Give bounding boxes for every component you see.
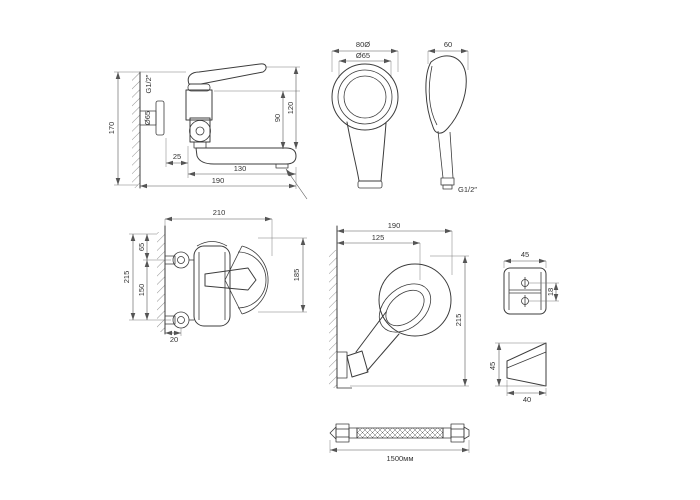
- lever-sweep-inner-arc: [237, 251, 267, 309]
- handle-connector: [440, 177, 455, 186]
- hose-nut-right: [450, 423, 465, 443]
- bracket-side-inner-line: [506, 351, 547, 369]
- dim-label-flange-dia: Ø65: [143, 111, 152, 125]
- bracket-side-view: 45 40: [488, 342, 547, 404]
- lever-front: [204, 267, 257, 291]
- wall-connector: [139, 110, 157, 126]
- shower-on-holder-view: 190 125 215: [329, 221, 469, 389]
- dim-label-185: 185: [292, 269, 301, 282]
- shower-handle: [346, 121, 387, 182]
- head-profile: [425, 55, 467, 134]
- holder-hook: [346, 350, 369, 378]
- handle-end-cap: [357, 180, 383, 189]
- bracket-front-view: 45 18: [503, 250, 559, 315]
- dim-label-45w: 45: [521, 250, 529, 259]
- diverter-pull: [193, 141, 207, 149]
- spray-face: [343, 75, 387, 119]
- shower-hose-view: 1500мм: [329, 423, 470, 463]
- shower-handle-in-holder: [355, 311, 400, 372]
- wall-hatching: [132, 72, 140, 188]
- body-dome: [196, 241, 228, 247]
- spout: [195, 147, 297, 165]
- dim-label-thread2: G1/2″: [458, 185, 477, 194]
- dim-label-40: 40: [523, 395, 531, 404]
- dim-label-90: 90: [273, 114, 282, 122]
- dim-label-120: 120: [286, 102, 295, 115]
- dim-label-80: 80Ø: [356, 40, 370, 49]
- aerator: [275, 163, 289, 169]
- hose-ferrule-right: [442, 427, 452, 439]
- dim-label-125: 125: [372, 233, 385, 242]
- dim-label-210: 210: [213, 208, 226, 217]
- dim-label-215: 215: [122, 271, 131, 284]
- dim-label-130: 130: [234, 164, 247, 173]
- diverter-knob: [189, 120, 211, 142]
- face-rim-tilted: [378, 283, 432, 333]
- cartridge-cap: [187, 83, 211, 92]
- dim-label-thread: G1/2″: [144, 74, 153, 93]
- dim-label-d65: Ø65: [356, 51, 370, 60]
- hose-ferrule-left: [348, 427, 358, 439]
- shower-face-rim: [337, 69, 393, 125]
- dim-label-65: 65: [137, 243, 146, 251]
- dim-label-20: 20: [170, 335, 178, 344]
- dim-label-190: 190: [212, 176, 225, 185]
- aerator-leader-arrow: [285, 168, 308, 200]
- lever-sweep-radials: [224, 245, 243, 315]
- bracket-side-profile: [506, 342, 547, 387]
- lever-handle: [187, 63, 267, 85]
- spray-face-tilted: [385, 289, 425, 327]
- shower-head-outline: [331, 63, 399, 131]
- mixer-front-view: 210 215 65 150 185: [122, 208, 307, 344]
- holder-wall-plate: [336, 351, 348, 379]
- dim-label-190b: 190: [388, 221, 401, 230]
- bracket-body: [503, 267, 547, 315]
- mixer-body-upper: [185, 89, 213, 121]
- mixer-body-front: [193, 245, 231, 327]
- face-profile-line: [428, 65, 438, 126]
- wall-flange: [155, 100, 165, 136]
- handle-profile: [437, 130, 454, 179]
- handshower-front-view: 80Ø Ø65: [331, 40, 399, 189]
- handshower-side-view: 60 G1/2″: [425, 40, 477, 194]
- hose-braid: [356, 427, 444, 439]
- dim-label-45h: 45: [488, 362, 497, 370]
- inlet-bottom-center: [177, 316, 185, 324]
- dim-label-150: 150: [137, 284, 146, 297]
- dim-label-170: 170: [107, 122, 116, 135]
- mixer-side-view: 170 G1/2″ Ø65 90 120 25 130 190: [107, 63, 308, 200]
- dim-label-hose-length: 1500мм: [387, 454, 414, 463]
- dim-label-18: 18: [546, 288, 555, 296]
- hose-cone-right: [463, 426, 470, 440]
- inlet-top-center: [177, 256, 185, 264]
- thread-connector: [442, 184, 453, 190]
- hose-cone-left: [329, 426, 337, 440]
- dim-label-25: 25: [173, 152, 181, 161]
- diverter-knob-center: [195, 126, 205, 136]
- dim-label-215b: 215: [454, 314, 463, 327]
- hose-nut-left: [335, 423, 350, 443]
- wall-hatching: [157, 232, 165, 332]
- dim-label-60: 60: [444, 40, 452, 49]
- shower-head-back: [378, 263, 452, 337]
- lever-sweep-outer-arc: [241, 245, 269, 315]
- wall-hatching: [329, 250, 337, 388]
